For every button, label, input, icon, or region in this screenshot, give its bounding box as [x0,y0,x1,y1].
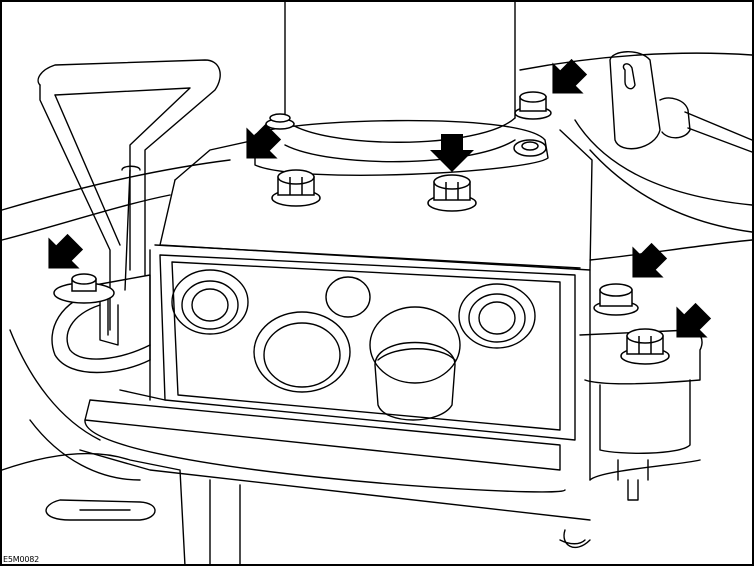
bolt-left [53,273,115,304]
bolt-flange-right [513,139,547,157]
figure-code: E5M0082 [3,555,40,564]
bolt-top-left-small [265,113,295,130]
bolt-top-right [514,91,552,120]
bolt-top-center-left [271,169,321,207]
mounting-bolts [53,91,670,365]
bolt-top-center-right [427,174,477,212]
bolt-right-upper [593,283,639,316]
bolt-right-lower [620,328,670,365]
